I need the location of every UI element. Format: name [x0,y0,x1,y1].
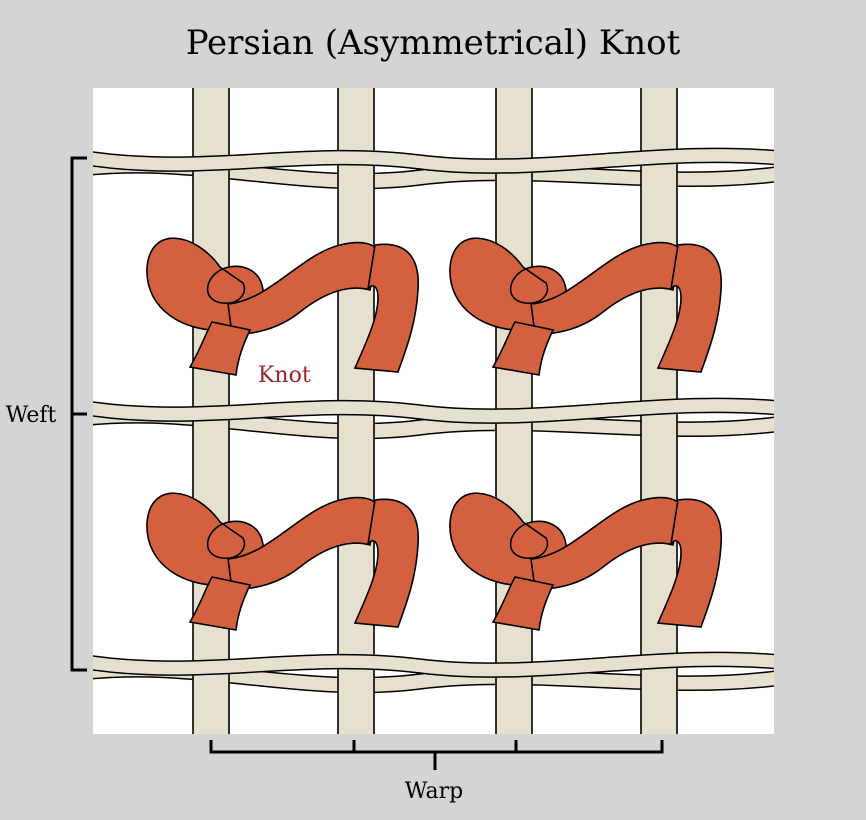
weft-label: Weft [6,403,57,428]
diagram-title: Persian (Asymmetrical) Knot [186,23,681,63]
warp-bracket [209,740,664,770]
knot-label: Knot [258,363,311,388]
weft-bracket [70,156,87,672]
weft-strands-front [93,147,774,678]
warp-label: Warp [405,779,463,804]
weft-strands-back [93,158,774,694]
